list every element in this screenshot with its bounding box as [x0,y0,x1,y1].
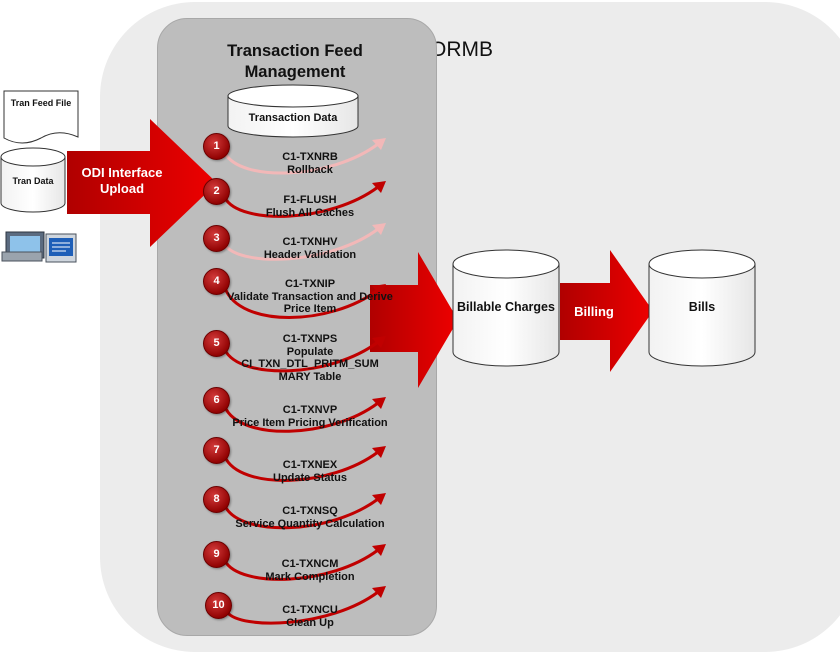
step-description: Flush All Caches [265,206,355,219]
billable-charges-cylinder [452,249,560,367]
step-description: Rollback [287,163,333,176]
step-number-5: 5 [203,330,230,357]
step-arrowhead-7 [372,446,386,458]
step-arrow-6 [223,401,379,433]
step-number-4: 4 [203,268,230,295]
step-code: C1-TXNSQ [282,505,338,517]
step-number-3: 3 [203,225,230,252]
odi-upload-arrow [67,119,217,247]
step-arrow-9 [223,548,379,581]
step-number-9: 9 [203,541,230,568]
step-arrow-3 [223,227,379,261]
tran-data-label: Tran Data [12,176,54,186]
step-code: C1-TXNCM [281,558,339,570]
step-code: C1-TXNIP [284,278,336,290]
to-billable-charges-arrow [370,252,458,388]
step-arrow-8 [223,497,379,530]
step-description: Populate CI_TXN_DTL_PRITM_SUM MARY Table [241,345,379,383]
step-number-10: 10 [205,592,232,619]
bills-cylinder [648,249,756,367]
step-code: F1-FLUSH [283,194,337,206]
step-description: Update Status [273,471,347,484]
step-description: Header Validation [263,248,357,261]
step-code: C1-TXNPS [282,333,338,345]
step-description: Mark Completion [265,570,355,583]
step-arrow-5 [223,340,379,373]
step-arrowhead-6 [372,397,386,409]
billing-label: Billing [574,304,614,319]
tran-data-cylinder [0,147,66,213]
ormb-label: ORMB [430,38,493,61]
step-number-6: 6 [203,387,230,414]
step-description: Service Quantity Calculation [235,517,385,530]
step-arrow-10 [225,590,379,625]
step-number-8: 8 [203,486,230,513]
step-code: C1-TXNVP [282,404,338,416]
computer-icon [1,231,77,263]
step-number-7: 7 [203,437,230,464]
step-arrowhead-4 [372,284,386,296]
transaction-data-label: Transaction Data [248,112,338,124]
tran-feed-file-label: Tran Feed File [10,98,72,108]
step-arrow-4 [223,287,379,319]
step-arrow-1 [223,142,379,175]
odi-interface-upload-label: ODI Interface Upload [81,165,163,196]
step-arrows [223,138,386,625]
step-description: Clean Up [286,616,334,629]
step-arrow-7 [223,450,379,482]
step-arrowhead-10 [372,586,386,598]
step-arrowhead-5 [372,336,386,348]
step-arrowhead-3 [372,223,386,235]
step-code: C1-TXNRB [282,151,338,163]
step-code: C1-TXNCU [282,604,338,616]
step-code: C1-TXNEX [282,459,338,471]
billing-arrow [560,250,653,372]
tran-feed-file-document [3,90,79,144]
step-description: Price Item Pricing Verification [232,416,388,429]
step-arrowhead-1 [372,138,386,150]
billable-charges-label: Billable Charges [457,300,555,314]
step-arrowhead-9 [372,544,386,556]
step-number-2: 2 [203,178,230,205]
tfm-title: Transaction Feed Management [227,42,363,81]
step-arrowhead-2 [372,181,386,193]
step-code: C1-TXNHV [282,236,338,248]
step-description: Validate Transaction and Derive Price It… [227,290,393,316]
step-arrow-2 [223,185,379,218]
step-number-1: 1 [203,133,230,160]
transaction-data-cylinder [227,84,359,138]
step-arrowhead-8 [372,493,386,505]
bills-label: Bills [688,300,716,314]
